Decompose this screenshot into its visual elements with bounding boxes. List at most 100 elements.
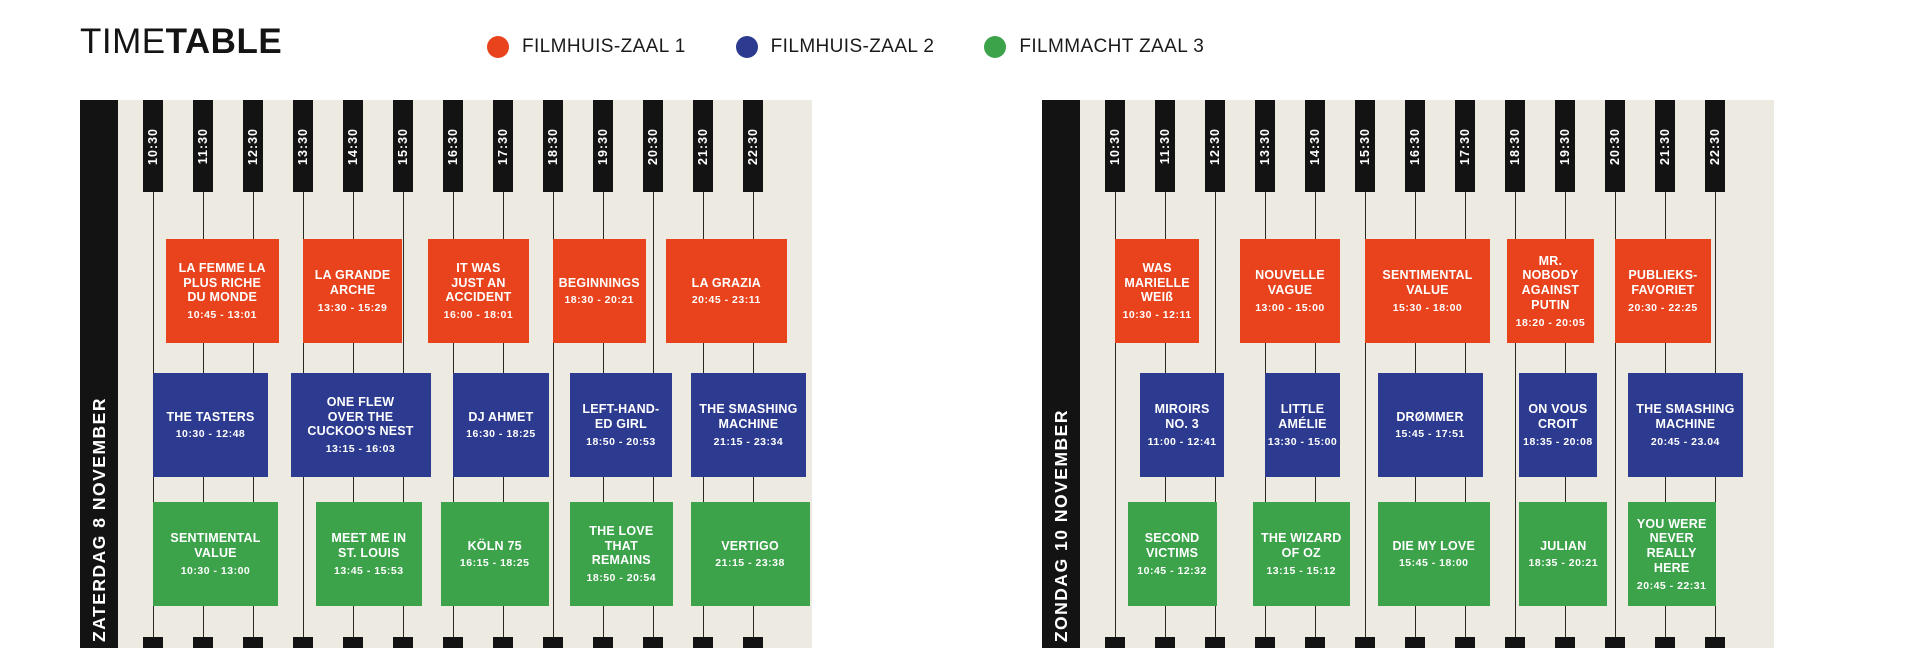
film-time: 13:15 - 15:12	[1266, 564, 1337, 577]
film-time: 13:30 - 15:29	[317, 301, 388, 314]
zaal-1-color-dot	[487, 36, 509, 58]
film-title: MIROIRS NO. 3	[1154, 402, 1210, 431]
film-block[interactable]: THE SMASHING MACHINE 21:15 - 23:34	[690, 373, 807, 477]
time-label: 13:30	[1258, 127, 1272, 165]
time-label: 19:30	[596, 127, 610, 165]
film-title: THE LOVE THAT REMAINS	[589, 523, 654, 568]
film-time: 10:30 - 12:48	[175, 428, 246, 441]
film-time: 18:35 - 20:21	[1528, 557, 1599, 570]
film-time: 15:45 - 18:00	[1398, 557, 1469, 570]
film-time: 18:50 - 20:54	[586, 572, 657, 585]
film-time: 20:45 - 23:11	[691, 294, 761, 307]
film-block[interactable]: THE LOVE THAT REMAINS 18:50 - 20:54	[569, 502, 673, 606]
film-time: 16:15 - 18:25	[459, 557, 530, 570]
legend: FILMHUIS-ZAAL 1 FILMHUIS-ZAAL 2 FILMMACH…	[487, 36, 1204, 58]
film-time: 16:30 - 18:25	[466, 428, 536, 441]
time-label: 17:30	[496, 127, 510, 165]
film-title: MR. NOBODY AGAINST PUTIN	[1521, 253, 1580, 312]
time-axis-key: 21:30	[1655, 100, 1675, 192]
time-axis-key: 21:30	[693, 100, 713, 192]
time-label: 21:30	[1658, 127, 1672, 165]
time-axis-key: 15:30	[1355, 100, 1375, 192]
next-section-time-key	[1555, 637, 1575, 648]
next-section-time-key	[1655, 637, 1675, 648]
film-title: PUBLIEKS- FAVORIET	[1628, 268, 1698, 297]
film-time: 18:50 - 20:53	[586, 435, 656, 448]
film-block[interactable]: MEET ME IN ST. LOUIS 13:45 - 15:53	[315, 502, 423, 606]
film-block[interactable]: THE TASTERS 10:30 - 12:48	[153, 373, 268, 477]
film-title: YOU WERE NEVER REALLY HERE	[1636, 516, 1707, 575]
film-title: SENTIMENTAL VALUE	[1382, 268, 1473, 297]
time-label: 11:30	[196, 127, 210, 165]
film-time: 13:45 - 15:53	[334, 564, 404, 577]
legend-label-zaal-2: FILMHUIS-ZAAL 2	[770, 36, 935, 57]
time-label: 18:30	[1508, 127, 1522, 165]
next-section-time-key	[1705, 637, 1725, 648]
time-axis-key: 13:30	[1255, 100, 1275, 192]
time-gridline	[1115, 100, 1116, 648]
time-label: 14:30	[346, 127, 360, 165]
film-title: THE TASTERS	[166, 409, 255, 424]
film-time: 20:45 - 23.04	[1650, 435, 1720, 448]
film-title: THE WIZARD OF OZ	[1261, 531, 1342, 560]
time-label: 10:30	[146, 127, 160, 165]
time-label: 19:30	[1558, 127, 1572, 165]
time-axis-key: 18:30	[1505, 100, 1525, 192]
time-gridline	[1365, 100, 1366, 648]
film-title: THE SMASHING MACHINE	[699, 402, 798, 431]
next-section-time-key	[743, 637, 763, 648]
film-title: DIE MY LOVE	[1392, 538, 1476, 553]
time-label: 12:30	[1208, 127, 1222, 165]
next-section-time-key	[543, 637, 563, 648]
film-title: MEET ME IN ST. LOUIS	[331, 531, 407, 560]
day-label: ZONDAG 10 NOVEMBER	[1050, 408, 1071, 642]
time-gridline	[1515, 100, 1516, 648]
legend-item-zaal-2: FILMHUIS-ZAAL 2	[735, 36, 935, 58]
film-block[interactable]: THE WIZARD OF OZ 13:15 - 15:12	[1252, 502, 1350, 606]
next-section-time-key	[1405, 637, 1425, 648]
next-section-time-key	[1605, 637, 1625, 648]
film-time: 13:00 - 15:00	[1255, 301, 1325, 314]
film-title: THE SMASHING MACHINE	[1636, 402, 1735, 431]
next-section-time-key	[443, 637, 463, 648]
next-section-time-key	[243, 637, 263, 648]
zaal-3-color-dot	[984, 36, 1007, 58]
film-title: LITTLE AMÉLIE	[1278, 402, 1327, 431]
page-title: TIMETABLE	[80, 22, 282, 62]
film-block[interactable]: DIE MY LOVE 15:45 - 18:00	[1377, 502, 1490, 606]
film-time: 18:35 - 20:08	[1523, 435, 1593, 448]
title-light: TIME	[80, 22, 166, 61]
time-axis-key: 13:30	[293, 100, 313, 192]
film-time: 21:15 - 23:34	[713, 435, 784, 448]
time-axis-key: 22:30	[1705, 100, 1725, 192]
time-label: 18:30	[546, 127, 560, 165]
film-block[interactable]: THE SMASHING MACHINE 20:45 - 23.04	[1627, 373, 1744, 477]
time-label: 16:30	[446, 127, 460, 165]
next-section-time-key	[693, 637, 713, 648]
